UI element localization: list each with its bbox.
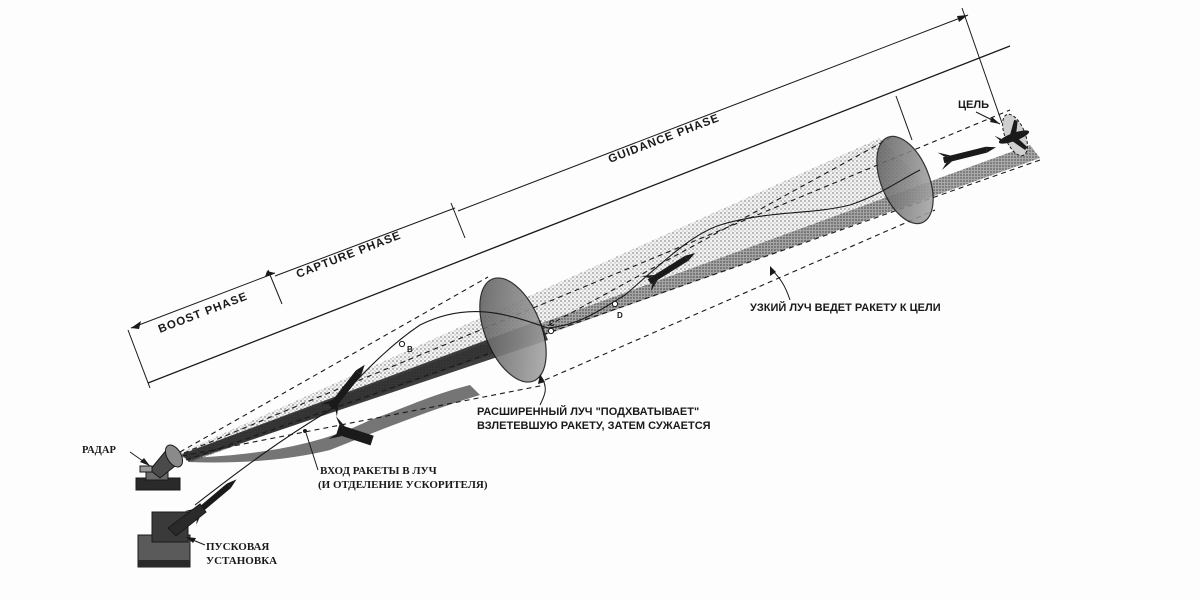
phase-scale-baseline (147, 45, 1011, 384)
disc-extension-line (895, 95, 913, 141)
point-b-label: B (407, 345, 413, 354)
entry-leader (305, 432, 319, 471)
capture-guidance-tick (450, 202, 466, 239)
launcher-label-line1: ПУСКОВАЯ (206, 541, 269, 553)
beam-edge-upper-mid (539, 137, 891, 331)
missile-launcher-icon (137, 503, 207, 568)
point-b-marker (398, 340, 406, 348)
guidance-phase-label: GUIDANCE PHASE (607, 112, 722, 166)
radar-antenna-icon (135, 444, 184, 491)
point-c-label: C (549, 319, 555, 328)
narrow-beam-label: УЗКИЙ ЛУЧ ВЕДЕТ РАКЕТУ К ЦЕЛИ (750, 301, 941, 314)
boost-arrow-left (131, 321, 141, 329)
point-d-marker (611, 300, 619, 308)
missile-flight-path (194, 169, 921, 506)
missile-exhaust-trail (188, 385, 480, 463)
capture-dimension-line (274, 207, 456, 277)
wide-beam-label-line1: РАСШИРЕННЫЙ ЛУЧ "ПОДХВАТЫВАЕТ" (477, 405, 699, 418)
target-aircraft-icon (994, 119, 1030, 150)
boost-arrow-right (265, 271, 275, 277)
trajectory-points: B C D (398, 300, 623, 354)
label-leaders (129, 111, 1001, 546)
narrow-beam-disc (876, 135, 934, 225)
entry-label-line2: (И ОТДЕЛЕНИЕ УСКОРИТЕЛЯ) (318, 479, 488, 491)
boost-start-extension (127, 329, 151, 389)
point-d-label: D (617, 311, 623, 320)
capture-phase-label: CAPTURE PHASE (295, 230, 403, 281)
guidance-dimension-line (457, 14, 969, 212)
target-label: ЦЕЛЬ (958, 99, 989, 111)
boost-capture-tick (267, 269, 283, 305)
guidance-arrow-right (957, 15, 968, 22)
wide-beam-edge-bottom (181, 384, 546, 457)
point-c-marker (547, 327, 555, 335)
beam-edge-lower-mid (544, 209, 936, 381)
entry-label-line1: ВХОД РАКЕТЫ В ЛУЧ (320, 465, 437, 477)
beam-core-dark (182, 320, 548, 461)
beam-cross-sections (479, 113, 1028, 383)
wide-beam-label-line2: ВЗЛЕТЕВШУЮ РАКЕТУ, ЗАТЕМ СУЖАЕТСЯ (477, 420, 711, 432)
narrow-beam-edge-bottom (185, 159, 1041, 461)
wide-beam-disc (479, 277, 547, 383)
boost-dimension-line (130, 272, 276, 329)
guidance-end-extension (961, 7, 1003, 124)
radar-label: РАДАР (82, 445, 116, 456)
launcher-label-line2: УСТАНОВКА (206, 555, 277, 567)
